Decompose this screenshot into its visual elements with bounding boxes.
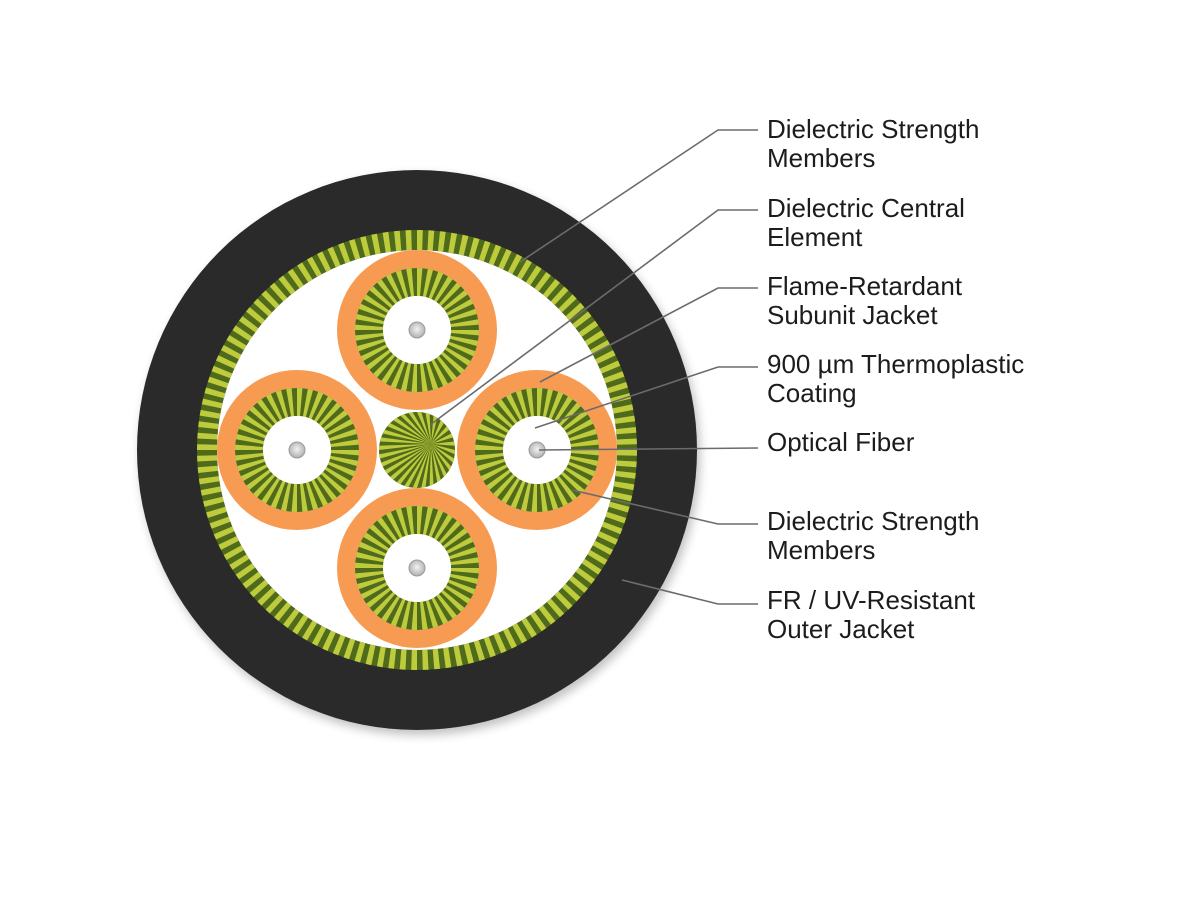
leader-line-outer-strength — [519, 129, 758, 263]
leader-line-outer-jacket — [621, 579, 758, 605]
subunit-top — [337, 250, 497, 410]
leader-lines — [429, 129, 759, 605]
subunit-strength-yarn — [355, 506, 479, 630]
outer-strength-yarn — [197, 230, 637, 670]
leader-line-coating — [534, 366, 758, 429]
optical-fiber — [288, 441, 306, 459]
subunit-strength-yarn — [355, 268, 479, 392]
subunit-bottom — [337, 488, 497, 648]
dielectric-central-element — [379, 412, 455, 488]
leader-line-central-element — [429, 209, 758, 426]
optical-fiber — [408, 559, 426, 577]
subunit-strength-yarn — [235, 388, 359, 512]
subunit-left — [217, 370, 377, 530]
leader-line-optical-fiber — [538, 447, 759, 451]
leader-line-inner-strength — [571, 489, 758, 525]
optical-fiber — [408, 321, 426, 339]
subunit-strength-yarn — [475, 388, 599, 512]
label-optical-fiber: Optical Fiber — [767, 427, 915, 457]
leader-line-subunit-jacket — [539, 287, 758, 383]
outer-strength-member-ring — [197, 230, 637, 670]
subunit-right — [457, 370, 617, 530]
